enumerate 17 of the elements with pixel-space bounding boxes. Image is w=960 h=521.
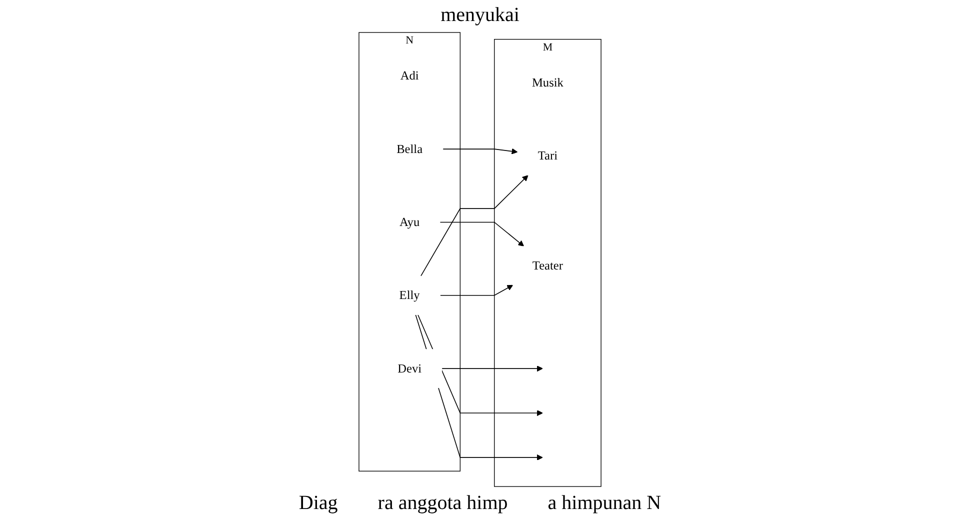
arrow xyxy=(442,366,543,372)
arrow xyxy=(418,314,543,416)
node-text: Elly xyxy=(399,288,420,302)
relation-label: menyukai xyxy=(440,4,520,27)
node-text: Bella xyxy=(396,142,423,156)
arrow xyxy=(420,175,528,276)
node-text: Teater xyxy=(532,258,563,272)
caption-fragment: a himpunan N xyxy=(548,492,662,515)
arrow xyxy=(440,284,514,296)
arrow xyxy=(440,222,524,246)
node-text: Musik xyxy=(532,76,564,90)
node-text: Ayu xyxy=(400,215,420,229)
arrow xyxy=(442,148,518,154)
node-text: Adi xyxy=(400,68,419,82)
caption-fragment: Diag xyxy=(298,492,338,515)
node-text: Tari xyxy=(538,148,558,162)
caption-fragment: ra anggota himp xyxy=(378,492,508,515)
